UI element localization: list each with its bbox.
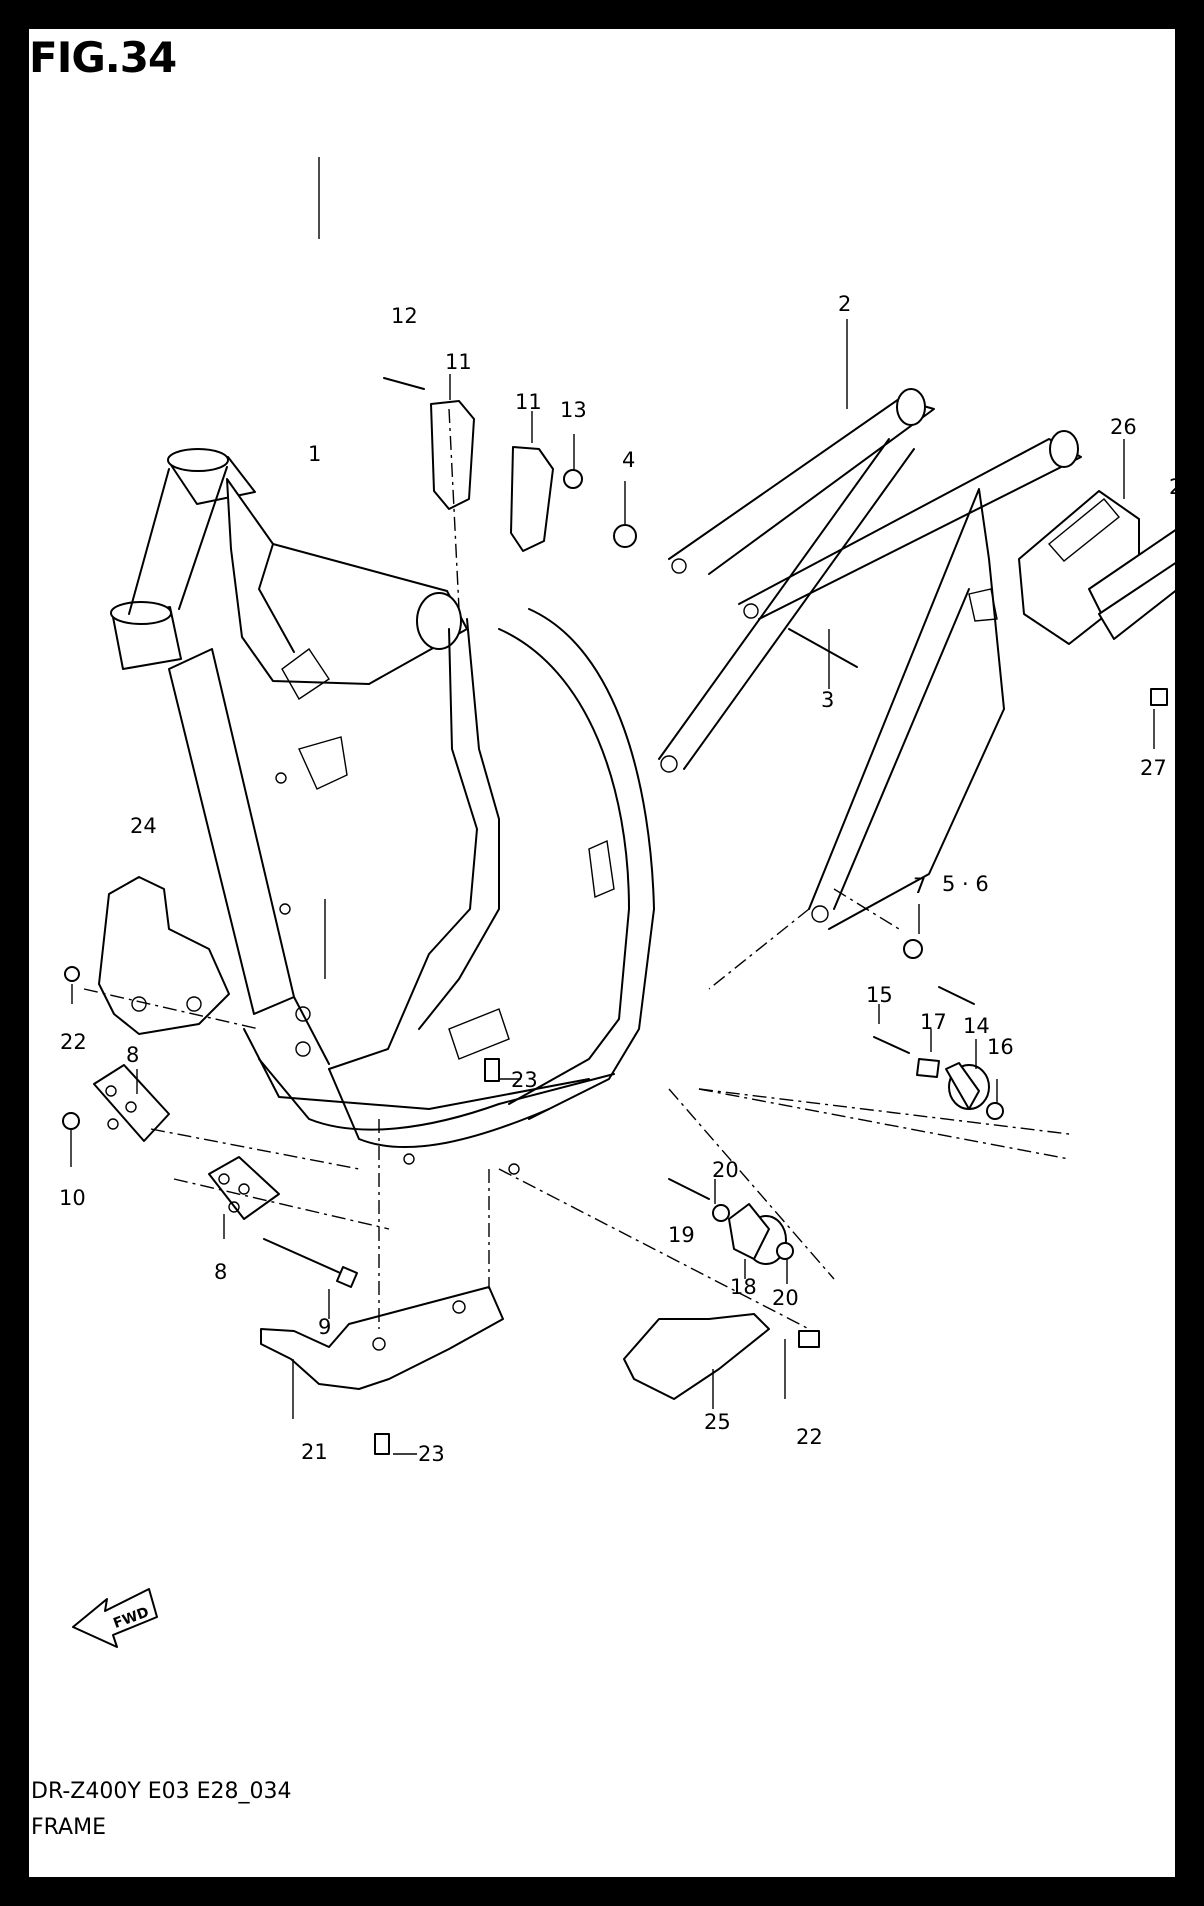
callout-8-upper: 8	[126, 1043, 139, 1067]
callout-23-lower: 23	[418, 1442, 445, 1466]
callout-17: 17	[920, 1010, 947, 1034]
callout-24: 24	[130, 814, 157, 838]
callout-23-upper: 23	[511, 1068, 538, 1092]
callout-13: 13	[560, 398, 587, 422]
callout-4: 4	[622, 448, 635, 472]
callout-11-right: 11	[515, 390, 542, 414]
callout-9: 9	[318, 1315, 331, 1339]
callout-22-right: 22	[796, 1425, 823, 1449]
callout-5-6: 5 · 6	[942, 872, 989, 896]
callout-3: 3	[821, 688, 834, 712]
callout-19: 19	[668, 1223, 695, 1247]
callout-20-upper: 20	[712, 1158, 739, 1182]
callout-15: 15	[866, 983, 893, 1007]
diagram-sheet: FIG.34	[29, 29, 1175, 1877]
callout-20-lower: 20	[772, 1286, 799, 1310]
leader-lines	[70, 157, 1155, 1455]
frame-exploded-drawing: FWD 1 2 3 4 5 · 6 7 8 8 9 10 11 11 12 13…	[59, 157, 1175, 1648]
callout-18: 18	[730, 1275, 757, 1299]
callout-labels: 1 2 3 4 5 · 6 7 8 8 9 10 11 11 12 13 14 …	[59, 292, 1175, 1466]
callout-1: 1	[308, 442, 321, 466]
callout-14: 14	[963, 1014, 990, 1038]
callout-25: 25	[704, 1410, 731, 1434]
callout-12: 12	[391, 304, 418, 328]
callout-2: 2	[838, 292, 851, 316]
callout-8-lower: 8	[214, 1260, 227, 1284]
callout-10: 10	[59, 1186, 86, 1210]
callout-21: 21	[301, 1440, 328, 1464]
callout-7: 7	[913, 874, 926, 898]
lower-parts	[62, 377, 1168, 1455]
battery-box	[1018, 490, 1175, 645]
rear-subframe	[658, 388, 1082, 930]
callout-11-left: 11	[445, 350, 472, 374]
fwd-arrow: FWD	[72, 1588, 158, 1648]
callout-28: 28	[1169, 475, 1175, 499]
diagram-name: FRAME	[31, 1815, 106, 1840]
callout-16: 16	[987, 1035, 1014, 1059]
main-frame	[110, 448, 655, 1175]
callout-27: 27	[1140, 756, 1167, 780]
figure-title: FIG.34	[29, 33, 177, 82]
callout-22-left: 22	[60, 1030, 87, 1054]
model-code: DR-Z400Y E03 E28_034	[31, 1779, 292, 1804]
callout-26: 26	[1110, 415, 1137, 439]
